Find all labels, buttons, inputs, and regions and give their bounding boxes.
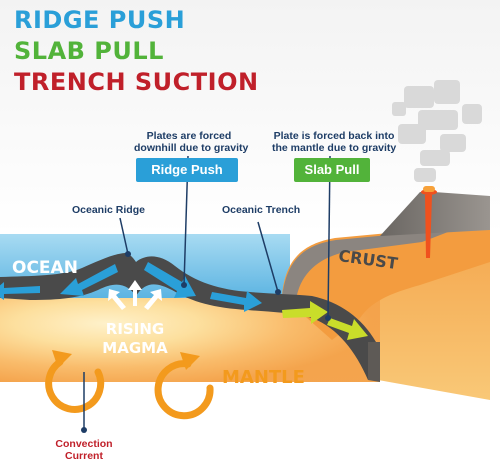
title-slab-pull: SLAB PULL <box>14 37 164 65</box>
oceanic-trench-label: Oceanic Trench <box>222 204 301 216</box>
convection-current-label: Convection Current <box>44 438 124 462</box>
volcano-lava-glow <box>423 186 435 192</box>
oceanic-plate <box>0 253 380 380</box>
volcano-icon <box>380 192 490 236</box>
slab-pull-description-line-1: Plate is forced back into <box>273 130 395 142</box>
yellow-arrow-icon <box>282 301 368 340</box>
ridge-push-description: Plates are forced downhill due to gravit… <box>134 130 249 154</box>
circular-arrow-icon <box>45 358 214 420</box>
title-trench-suction: TRENCH SUCTION <box>14 68 259 96</box>
ridge-push-description-line-2: downhill due to gravity <box>134 142 249 154</box>
subducting-slab-edge <box>368 342 380 382</box>
ridge-push-label: Ridge Push <box>136 158 238 182</box>
mantle-label: MANTLE <box>222 367 305 388</box>
ridge-push-description-line-1: Plates are forced <box>146 130 232 142</box>
convection-arrow-heads <box>52 350 200 370</box>
slab-pull-label: Slab Pull <box>294 158 370 182</box>
callout-dots <box>81 251 331 433</box>
smoke-cloud-icon <box>392 80 482 182</box>
rising-magma-line-2: MAGMA <box>102 339 168 357</box>
volcano-lava <box>425 195 432 258</box>
rising-magma-line-1: RISING <box>105 320 165 338</box>
blue-arrow-icon <box>0 262 262 312</box>
title-ridge-push: RIDGE PUSH <box>14 6 186 34</box>
convection-current-line-1: Convection <box>55 438 113 450</box>
ocean-label: OCEAN <box>12 258 78 278</box>
slab-pull-description-line-2: the mantle due to gravity <box>272 142 397 154</box>
convection-current-line-2: Current <box>65 450 103 462</box>
slab-pull-description: Plate is forced back into the mantle due… <box>272 130 396 154</box>
white-up-arrows-icon <box>108 280 162 310</box>
rising-magma-label: RISING MAGMA <box>90 320 180 358</box>
oceanic-ridge-label: Oceanic Ridge <box>72 204 145 216</box>
